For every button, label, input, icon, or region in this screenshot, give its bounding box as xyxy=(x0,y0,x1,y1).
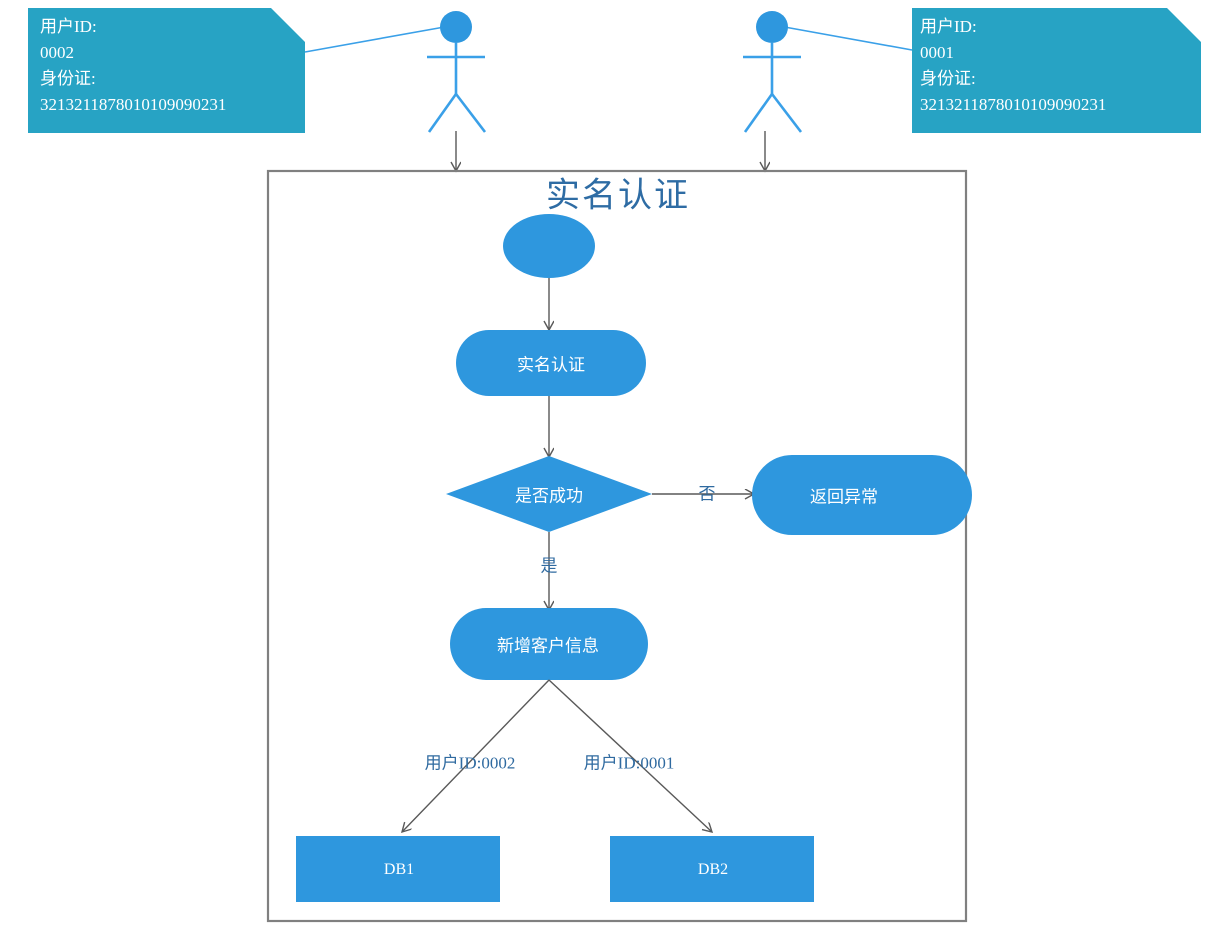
actor-left-leg-left xyxy=(427,93,458,133)
edge-addinfo-to-db2 xyxy=(548,679,712,832)
actor-left-head xyxy=(440,11,472,43)
node-db2[interactable] xyxy=(610,836,814,902)
note-left-idcard-value: 3213211878010109090231 xyxy=(40,95,227,114)
note-right-id-value: 0001 xyxy=(920,43,954,62)
edge-label-db1: 用户ID:0002 xyxy=(424,753,516,773)
note-right-idcard-label: 身份证: xyxy=(920,69,976,88)
note-right-idcard-value: 3213211878010109090231 xyxy=(920,95,1107,114)
node-addinfo[interactable] xyxy=(450,608,648,680)
actor-right xyxy=(743,11,803,133)
node-error-label: 返回异常 xyxy=(810,487,878,507)
node-error[interactable] xyxy=(752,455,972,535)
actor-right-leg-right xyxy=(770,93,803,133)
node-start[interactable] xyxy=(503,214,595,278)
actor-left-leg-right xyxy=(454,93,487,133)
node-db1-label: DB1 xyxy=(383,861,415,878)
note-left-connector xyxy=(304,25,451,53)
node-decision-label: 是否成功 xyxy=(515,486,583,506)
node-auth[interactable] xyxy=(456,330,646,396)
node-db1[interactable] xyxy=(296,836,500,902)
process-container xyxy=(266,169,968,923)
note-right-id-label: 用户ID: xyxy=(920,17,977,36)
note-left-id-value: 0002 xyxy=(40,43,74,62)
edge-label-db2: 用户ID:0001 xyxy=(583,753,675,773)
actor-right-leg-left xyxy=(743,93,774,133)
edge-label-no: 否 xyxy=(698,484,716,504)
node-db2-label: DB2 xyxy=(697,861,729,878)
node-addinfo-label: 新增客户信息 xyxy=(497,636,599,656)
note-right-shape xyxy=(912,8,1201,133)
edge-addinfo-to-db1 xyxy=(402,679,550,832)
note-left-id-label: 用户ID: xyxy=(40,17,97,36)
node-auth-label: 实名认证 xyxy=(517,355,585,375)
diagram-title: 实名认证 xyxy=(546,177,690,215)
note-right-connector xyxy=(778,25,913,51)
note-left-idcard-label: 身份证: xyxy=(40,69,96,88)
note-left-text: 用户ID: 0002 身份证: 3213211878010109090231 xyxy=(40,14,226,118)
node-decision[interactable] xyxy=(446,456,652,532)
actor-left xyxy=(427,11,487,133)
note-left-shape xyxy=(28,8,305,133)
edge-label-yes: 是 xyxy=(540,556,558,576)
note-right-text: 用户ID: 0001 身份证: 3213211878010109090231 xyxy=(920,14,1106,118)
actor-right-head xyxy=(756,11,788,43)
